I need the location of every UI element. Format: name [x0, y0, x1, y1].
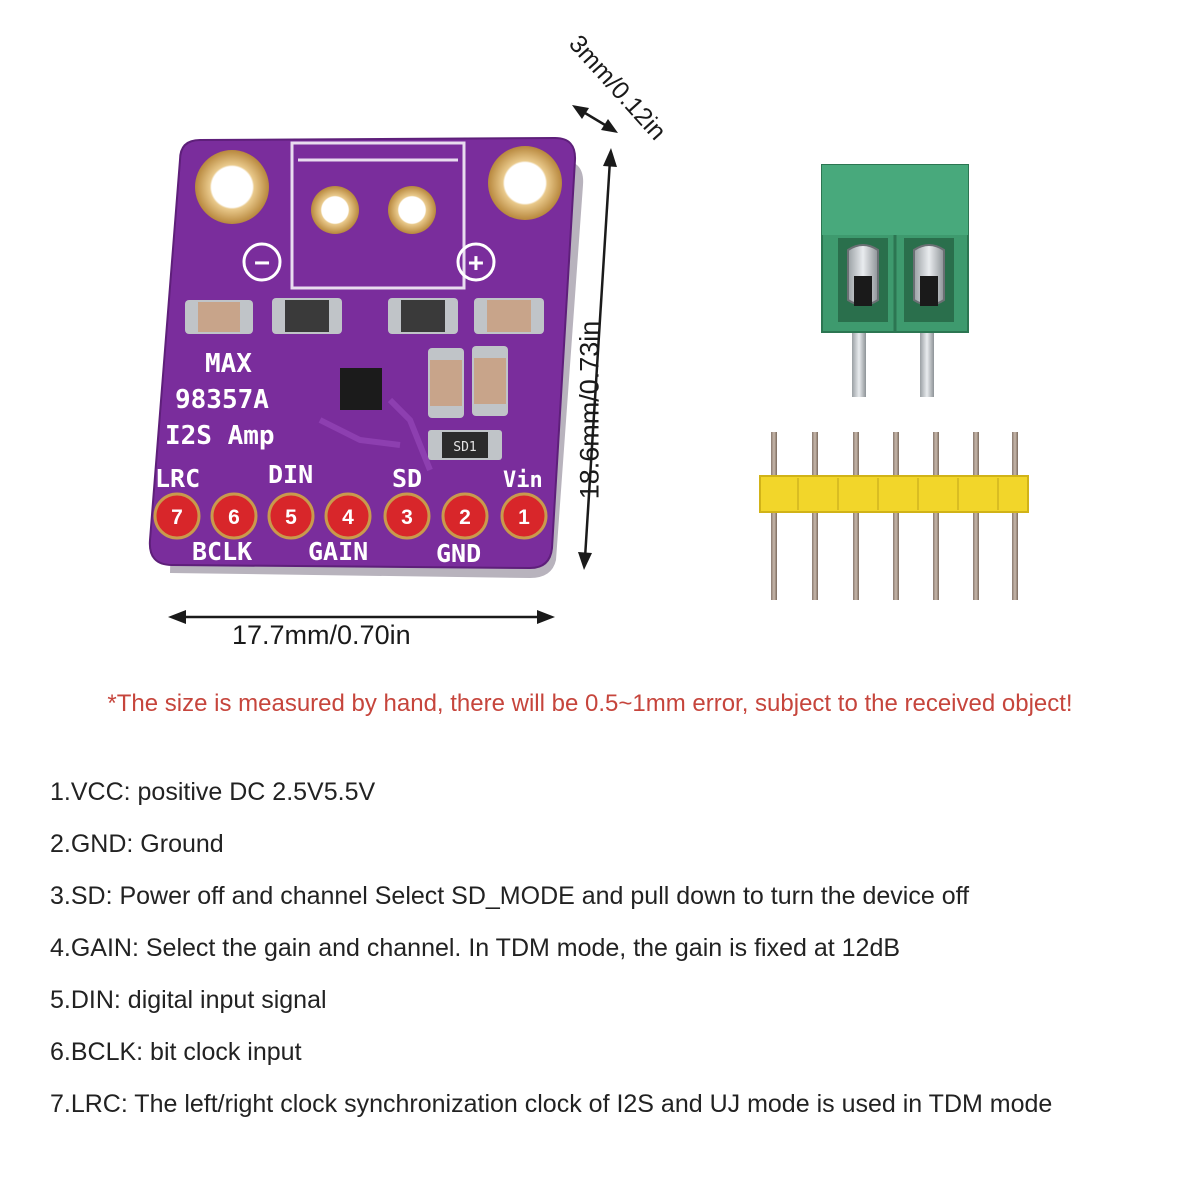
label-gnd: GND — [436, 539, 481, 568]
silk-title-line1: MAX — [205, 349, 252, 379]
dimension-arrows — [168, 105, 618, 624]
trace — [387, 397, 433, 472]
header-segment-dividers — [797, 478, 999, 510]
smd-capacitor — [428, 348, 464, 418]
terminal-pin — [920, 325, 934, 397]
pad-number: 7 — [171, 506, 183, 529]
header-pin — [771, 432, 777, 600]
label-lrc: LRC — [155, 464, 200, 493]
pad-4: 4 — [324, 492, 372, 540]
pin-pads: 7 6 5 4 3 2 1 — [153, 492, 548, 540]
terminal-pin — [852, 325, 866, 397]
screw-terminal-block — [821, 164, 969, 397]
smd-diode: SD1 — [428, 430, 502, 460]
speaker-pad-plus — [388, 186, 436, 234]
plus-symbol: + — [468, 248, 484, 278]
pad-number: 2 — [459, 506, 471, 529]
width-arrow-head-right — [537, 610, 555, 624]
pin-description-item: 2.GND: Ground — [50, 830, 224, 858]
pin-description-list: 1.VCC: positive DC 2.5V5.5V 2.GND: Groun… — [50, 775, 1052, 1139]
terminal-slot-right — [904, 238, 954, 322]
height-arrow-line — [583, 159, 612, 559]
header-plastic — [759, 475, 1029, 513]
pin-description-item: 1.VCC: positive DC 2.5V5.5V — [50, 778, 376, 806]
pad-1: 1 — [500, 492, 548, 540]
smd-capacitor — [472, 346, 508, 416]
smd-capacitor — [185, 300, 253, 334]
label-gain: GAIN — [308, 537, 368, 566]
pad-number: 6 — [228, 506, 240, 529]
pad-number: 4 — [342, 506, 354, 529]
diode-marking: SD1 — [453, 440, 476, 455]
speaker-terminal-outline — [290, 141, 466, 290]
smd-inductor — [388, 298, 458, 334]
pin-description-item: 6.BCLK: bit clock input — [50, 1038, 302, 1066]
amplifier-chip — [340, 368, 382, 410]
trace — [318, 417, 401, 448]
silk-title-line2: 98357A — [175, 385, 269, 415]
minus-symbol-ring — [242, 242, 282, 282]
pin-description-item: 4.GAIN: Select the gain and channel. In … — [50, 934, 901, 962]
thickness-arrow-head-b — [601, 119, 618, 133]
product-figure: − + — [148, 105, 1029, 624]
thickness-arrow-head-a — [572, 105, 589, 119]
label-bclk: BCLK — [192, 537, 252, 566]
pad-2: 2 — [441, 492, 489, 540]
speaker-pad-minus — [311, 186, 359, 234]
pad-number: 5 — [285, 506, 297, 529]
width-arrow-head-left — [168, 610, 186, 624]
pin-description-item: 3.SD: Power off and channel Select SD_MO… — [50, 882, 970, 910]
minus-symbol: − — [254, 248, 270, 278]
pin-header — [759, 432, 1029, 600]
smd-inductor — [272, 298, 342, 334]
pad-6: 6 — [210, 492, 258, 540]
terminal-top — [822, 165, 968, 235]
silk-title-line3: I2S Amp — [165, 421, 275, 451]
pad-7: 7 — [153, 492, 201, 540]
header-pin — [973, 432, 979, 600]
measurement-note: *The size is measured by hand, there wil… — [107, 690, 1073, 717]
header-pin — [812, 432, 818, 600]
pad-number: 3 — [401, 506, 413, 529]
pin-description-item: 7.LRC: The left/right clock synchronizat… — [50, 1090, 1053, 1118]
mounting-hole-right — [488, 146, 562, 220]
header-pin — [853, 432, 859, 600]
smd-capacitor — [474, 298, 544, 334]
header-pin — [1012, 432, 1018, 600]
header-pin — [893, 432, 899, 600]
label-din: DIN — [268, 460, 313, 489]
dimension-width-label: 17.7mm/0.70in — [232, 620, 411, 650]
pad-5: 5 — [267, 492, 315, 540]
pad-3: 3 — [383, 492, 431, 540]
mounting-hole-left — [195, 150, 269, 224]
header-pin — [933, 432, 939, 600]
label-vin: Vin — [503, 468, 543, 493]
plus-symbol-ring — [456, 242, 496, 282]
pad-number: 1 — [518, 506, 530, 529]
pin-description-item: 5.DIN: digital input signal — [50, 986, 327, 1014]
breakout-board: − + — [148, 136, 584, 578]
terminal-slot-left — [838, 238, 888, 322]
height-arrow-head-top — [603, 148, 617, 167]
label-sd: SD — [392, 464, 422, 493]
dimension-height-label: 18.6mm/0.73in — [574, 320, 605, 500]
height-arrow-head-bottom — [578, 552, 592, 570]
